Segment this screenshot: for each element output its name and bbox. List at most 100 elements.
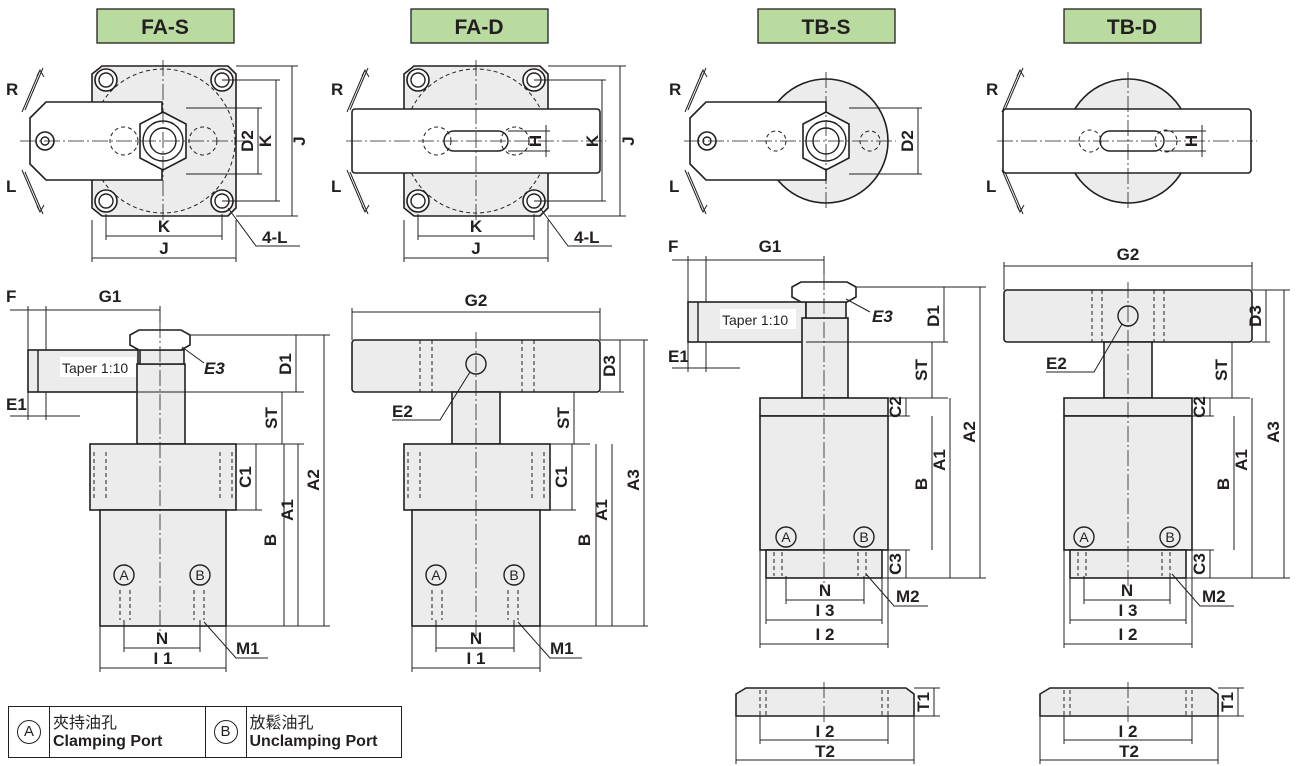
label-dims-taper: Taper 1:10 — [722, 312, 788, 328]
label-dims-m1: M1 — [236, 639, 260, 658]
label-titles-fa-s: FA-S — [141, 16, 189, 39]
fa-d-top-view: K J H K J 4-L — [346, 60, 638, 262]
label-dims-t2: T2 — [815, 742, 835, 761]
label-dims-e2: E2 — [1046, 354, 1067, 373]
label-dims-c1: C1 — [552, 466, 571, 488]
label-dims-h: H — [1182, 135, 1201, 147]
tb-s-base-plate: T1 I 2 T2 — [735, 682, 940, 764]
title-tb-s: TB-S — [757, 8, 896, 44]
label-dims-i3: I 3 — [1119, 601, 1138, 620]
label-ports-b-symbol: B — [509, 567, 518, 583]
label-dims-a1: A1 — [1232, 449, 1251, 471]
label-dims-n: N — [819, 581, 831, 600]
unclamping-port-symbol: B — [213, 720, 238, 744]
label-dims-j: J — [619, 136, 638, 145]
label-ports-a-symbol: A — [781, 529, 791, 545]
label-rotation-l: L — [331, 177, 341, 196]
tb-s-side-view: A B Taper 1:10 F G1 E1 E3 D1 ST C2 A1 B … — [668, 237, 986, 648]
label-ports-b-symbol: B — [859, 529, 868, 545]
label-ports-a-symbol: A — [119, 567, 129, 583]
fa-s-side-view: A B Taper 1:10 F G1 E1 E3 D1 ST C1 A1 B — [6, 287, 330, 672]
label-dims-k: K — [256, 134, 275, 147]
label-dims-m2: M2 — [896, 587, 920, 606]
clamping-port-en: Clamping Port — [53, 733, 163, 750]
label-dims-a1: A1 — [278, 499, 297, 521]
label-rotation-r: R — [6, 80, 18, 99]
title-fa-d: FA-D — [410, 8, 549, 44]
label-dims-st: ST — [1212, 359, 1231, 381]
label-dims-st: ST — [912, 359, 931, 381]
label-dims-d1: D1 — [924, 305, 943, 327]
label-dims-k: K — [470, 217, 483, 236]
label-dims-e3: E3 — [204, 359, 225, 378]
label-dims-j: J — [290, 136, 309, 145]
fa-d-side-view: A B G2 E2 D3 ST C1 A1 B A3 N I 1 M1 — [351, 291, 648, 672]
label-dims-a1: A1 — [930, 449, 949, 471]
label-dims-e2: E2 — [392, 402, 413, 421]
label-dims-st: ST — [262, 407, 281, 429]
label-ports-a-symbol: A — [1079, 529, 1089, 545]
label-ports-b-symbol: B — [1165, 529, 1174, 545]
tb-d-base-plate: T1 I 2 T2 — [1039, 682, 1244, 764]
label-dims-b: B — [575, 534, 594, 546]
rotation-arrows: R L R L R L R L — [6, 67, 1025, 215]
label-rotation-l: L — [986, 177, 996, 196]
label-dims-h: H — [526, 135, 545, 147]
label-dims-i2: I 2 — [816, 625, 835, 644]
label-dims-a2: A2 — [960, 421, 979, 443]
label-dims-m1: M1 — [550, 639, 574, 658]
label-dims-t1: T1 — [1218, 692, 1237, 712]
label-dims-d2: D2 — [238, 130, 257, 152]
label-dims-n: N — [1121, 581, 1133, 600]
label-titles-fa-d: FA-D — [455, 16, 504, 39]
label-dims-t1: T1 — [914, 692, 933, 712]
label-dims-i2: I 2 — [816, 722, 835, 741]
unclamping-port-zh: 放鬆油孔 — [249, 713, 314, 732]
label-ports-a-symbol: A — [431, 567, 441, 583]
clamping-port-symbol: A — [17, 720, 41, 744]
label-titles-tb-s: TB-S — [802, 16, 851, 39]
label-rotation-r: R — [669, 80, 681, 99]
label-dims-b: B — [912, 478, 931, 490]
label-dims-d3: D3 — [1246, 305, 1265, 327]
legend-a-text: 夾持油孔 Clamping Port — [50, 707, 206, 757]
label-rotation-r: R — [986, 80, 998, 99]
label-dims-f: F — [668, 237, 678, 256]
label-dims-d2: D2 — [898, 130, 917, 152]
label-dims-t2: T2 — [1119, 742, 1139, 761]
title-tb-d: TB-D — [1063, 8, 1202, 44]
label-rotation-l: L — [6, 177, 16, 196]
title-fa-s: FA-S — [96, 8, 235, 44]
label-dims-e3: E3 — [872, 307, 893, 326]
port-legend: A 夾持油孔 Clamping Port B 放鬆油孔 Unclamping P… — [8, 706, 402, 758]
label-dims-c2: C2 — [1190, 396, 1209, 418]
label-dims-n: N — [470, 629, 482, 648]
label-dims-e1: E1 — [668, 347, 689, 366]
legend-b-text: 放鬆油孔 Unclamping Port — [247, 707, 402, 757]
label-dims-c3: C3 — [886, 553, 905, 575]
label-dims-a1: A1 — [592, 499, 611, 521]
label-dims-g1: G1 — [99, 287, 122, 306]
label-dims-d1: D1 — [276, 353, 295, 375]
label-dims-st: ST — [554, 407, 573, 429]
tb-d-side-view: A B G2 E2 D3 ST C2 A1 B C3 A3 N — [1003, 245, 1290, 648]
label-rotation-l: L — [669, 177, 679, 196]
label-dims-i3: I 3 — [816, 601, 835, 620]
label-dims-a3: A3 — [624, 469, 643, 491]
label-dims-k: K — [583, 134, 602, 147]
legend-b-symbol: B — [206, 707, 247, 757]
label-dims-g2: G2 — [1117, 245, 1140, 264]
fa-s-top-view: K J D2 K J 4-L — [20, 60, 309, 262]
label-dims-a3: A3 — [1264, 421, 1283, 443]
label-dims-e1: E1 — [6, 395, 27, 414]
label-dims-c1: C1 — [236, 466, 255, 488]
label-dims-d3: D3 — [600, 355, 619, 377]
label-dims-k: K — [158, 217, 171, 236]
label-ports-b-symbol: B — [195, 567, 204, 583]
clamping-port-zh: 夾持油孔 — [53, 713, 118, 732]
label-dims-i2: I 2 — [1119, 625, 1138, 644]
tb-d-top-view: H — [997, 72, 1257, 210]
label-dims-a2: A2 — [304, 469, 323, 491]
label-dims-g2: G2 — [465, 291, 488, 310]
